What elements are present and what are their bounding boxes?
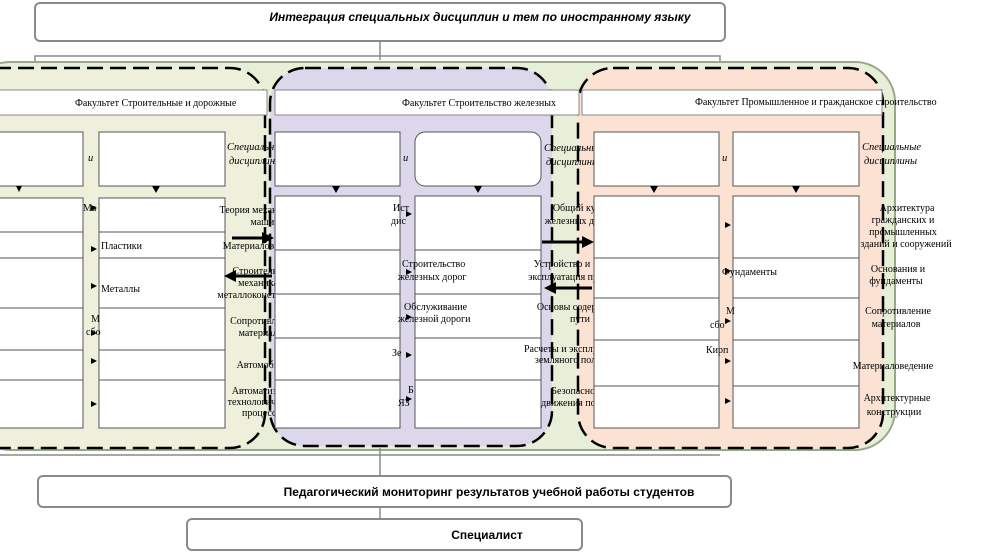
- f3-spec-label-2: дисциплины: [864, 156, 917, 167]
- f1-spec-item-5: Автомобили: [237, 360, 291, 371]
- f2-left-frag-1: Ист: [393, 203, 410, 214]
- dashed-outlines: [0, 66, 885, 450]
- f3-header-box-right: [732, 131, 860, 187]
- f2-cut-label: и: [403, 153, 408, 164]
- f1-spec-item-2: Материаловедение: [223, 241, 304, 252]
- faculty-3-title: Факультет Промышленное и гражданское стр…: [695, 97, 937, 108]
- faculty-1-title-box: [0, 89, 268, 116]
- f1-mid-item-1: Пластики: [101, 241, 143, 252]
- f2-left-frag-4: Б: [408, 385, 414, 396]
- f3-spec-item-4: Материаловедение: [853, 361, 934, 372]
- f3-arrow-down-1: [650, 186, 658, 193]
- f2-col-mid: [414, 195, 542, 429]
- f2-arrow-down-2: [474, 186, 482, 193]
- f1-header-box-right: [98, 131, 226, 187]
- f2-left-frag-5: ЯЗ: [398, 398, 410, 409]
- faculty-1: и Специальные дисциплины Пластики Металл…: [0, 131, 312, 429]
- f1-arrow-down-1: [16, 186, 22, 192]
- faculty-2-title-box: [274, 89, 580, 116]
- f3-arrow-down-2: [792, 186, 800, 193]
- f3-left-frag-2: сбо: [710, 320, 725, 331]
- f2-arrow-down-1: [332, 186, 340, 193]
- faculty-3: и Специальные дисциплины Фундаменты М сб…: [593, 131, 952, 429]
- f2-row-lines: [275, 249, 541, 381]
- f2-header-box-left: [274, 131, 401, 187]
- f3-left-frag-3: Кирп: [706, 345, 729, 356]
- f2-col-left: [274, 195, 401, 429]
- integration-arrows: [224, 232, 594, 294]
- f2-small-arrows: [406, 211, 412, 402]
- monitoring-text: Педагогический мониторинг результатов уч…: [284, 485, 695, 499]
- f1-col-left: [0, 197, 84, 429]
- f2-left-frag-2: дис: [391, 216, 406, 227]
- f3-left-frag-1: М: [726, 306, 735, 317]
- specialist-text: Специалист: [451, 528, 523, 542]
- f1-arrow-down-2: [152, 186, 160, 193]
- f1-left-frag-2: М: [91, 314, 100, 325]
- f1-left-frag-1: Ма: [83, 203, 97, 214]
- f1-cut-label: и: [88, 153, 93, 164]
- f3-cut-label: и: [722, 153, 727, 164]
- monitoring-box: [37, 475, 732, 508]
- title-text: Интеграция специальных дисциплин и тем п…: [269, 10, 692, 24]
- f1-spec-label-1: Специальные: [227, 142, 286, 153]
- f1-header-box-left: [0, 131, 84, 187]
- specialist-box: [186, 518, 583, 551]
- arrow-head-left-2: [544, 282, 556, 294]
- f3-row-lines: [594, 257, 859, 387]
- f1-row-lines: [0, 231, 225, 381]
- f1-mid-item-2: Металлы: [101, 284, 140, 295]
- faculty-2-title: Факультет Строительство железных: [402, 98, 556, 109]
- arrow-head-right-2: [582, 236, 594, 248]
- f2-header-box-right: [414, 131, 542, 187]
- arrow-head-left-1: [224, 270, 236, 282]
- faculty-3-title-box: [581, 89, 883, 116]
- f1-small-arrows: [91, 205, 97, 407]
- faculty-1-title: Факультет Строительные и дорожные: [75, 98, 237, 109]
- f3-spec-label-1: Специальные: [862, 142, 921, 153]
- f1-spec-label-2: дисциплины: [229, 156, 282, 167]
- f3-header-box-left: [593, 131, 720, 187]
- f1-col-mid: [98, 197, 226, 429]
- bottom-connectors: [0, 448, 720, 519]
- arrow-head-right-1: [262, 232, 274, 244]
- f2-spec-label-1: Специальные: [544, 143, 603, 154]
- f2-spec-label-2: дисциплины: [546, 157, 599, 168]
- f3-mid-item-1: Фундаменты: [722, 267, 777, 278]
- f2-left-frag-3: Зе: [392, 348, 402, 359]
- f3-col-left: [593, 195, 720, 429]
- f3-small-arrows: [725, 222, 731, 404]
- f3-col-mid: [732, 195, 860, 429]
